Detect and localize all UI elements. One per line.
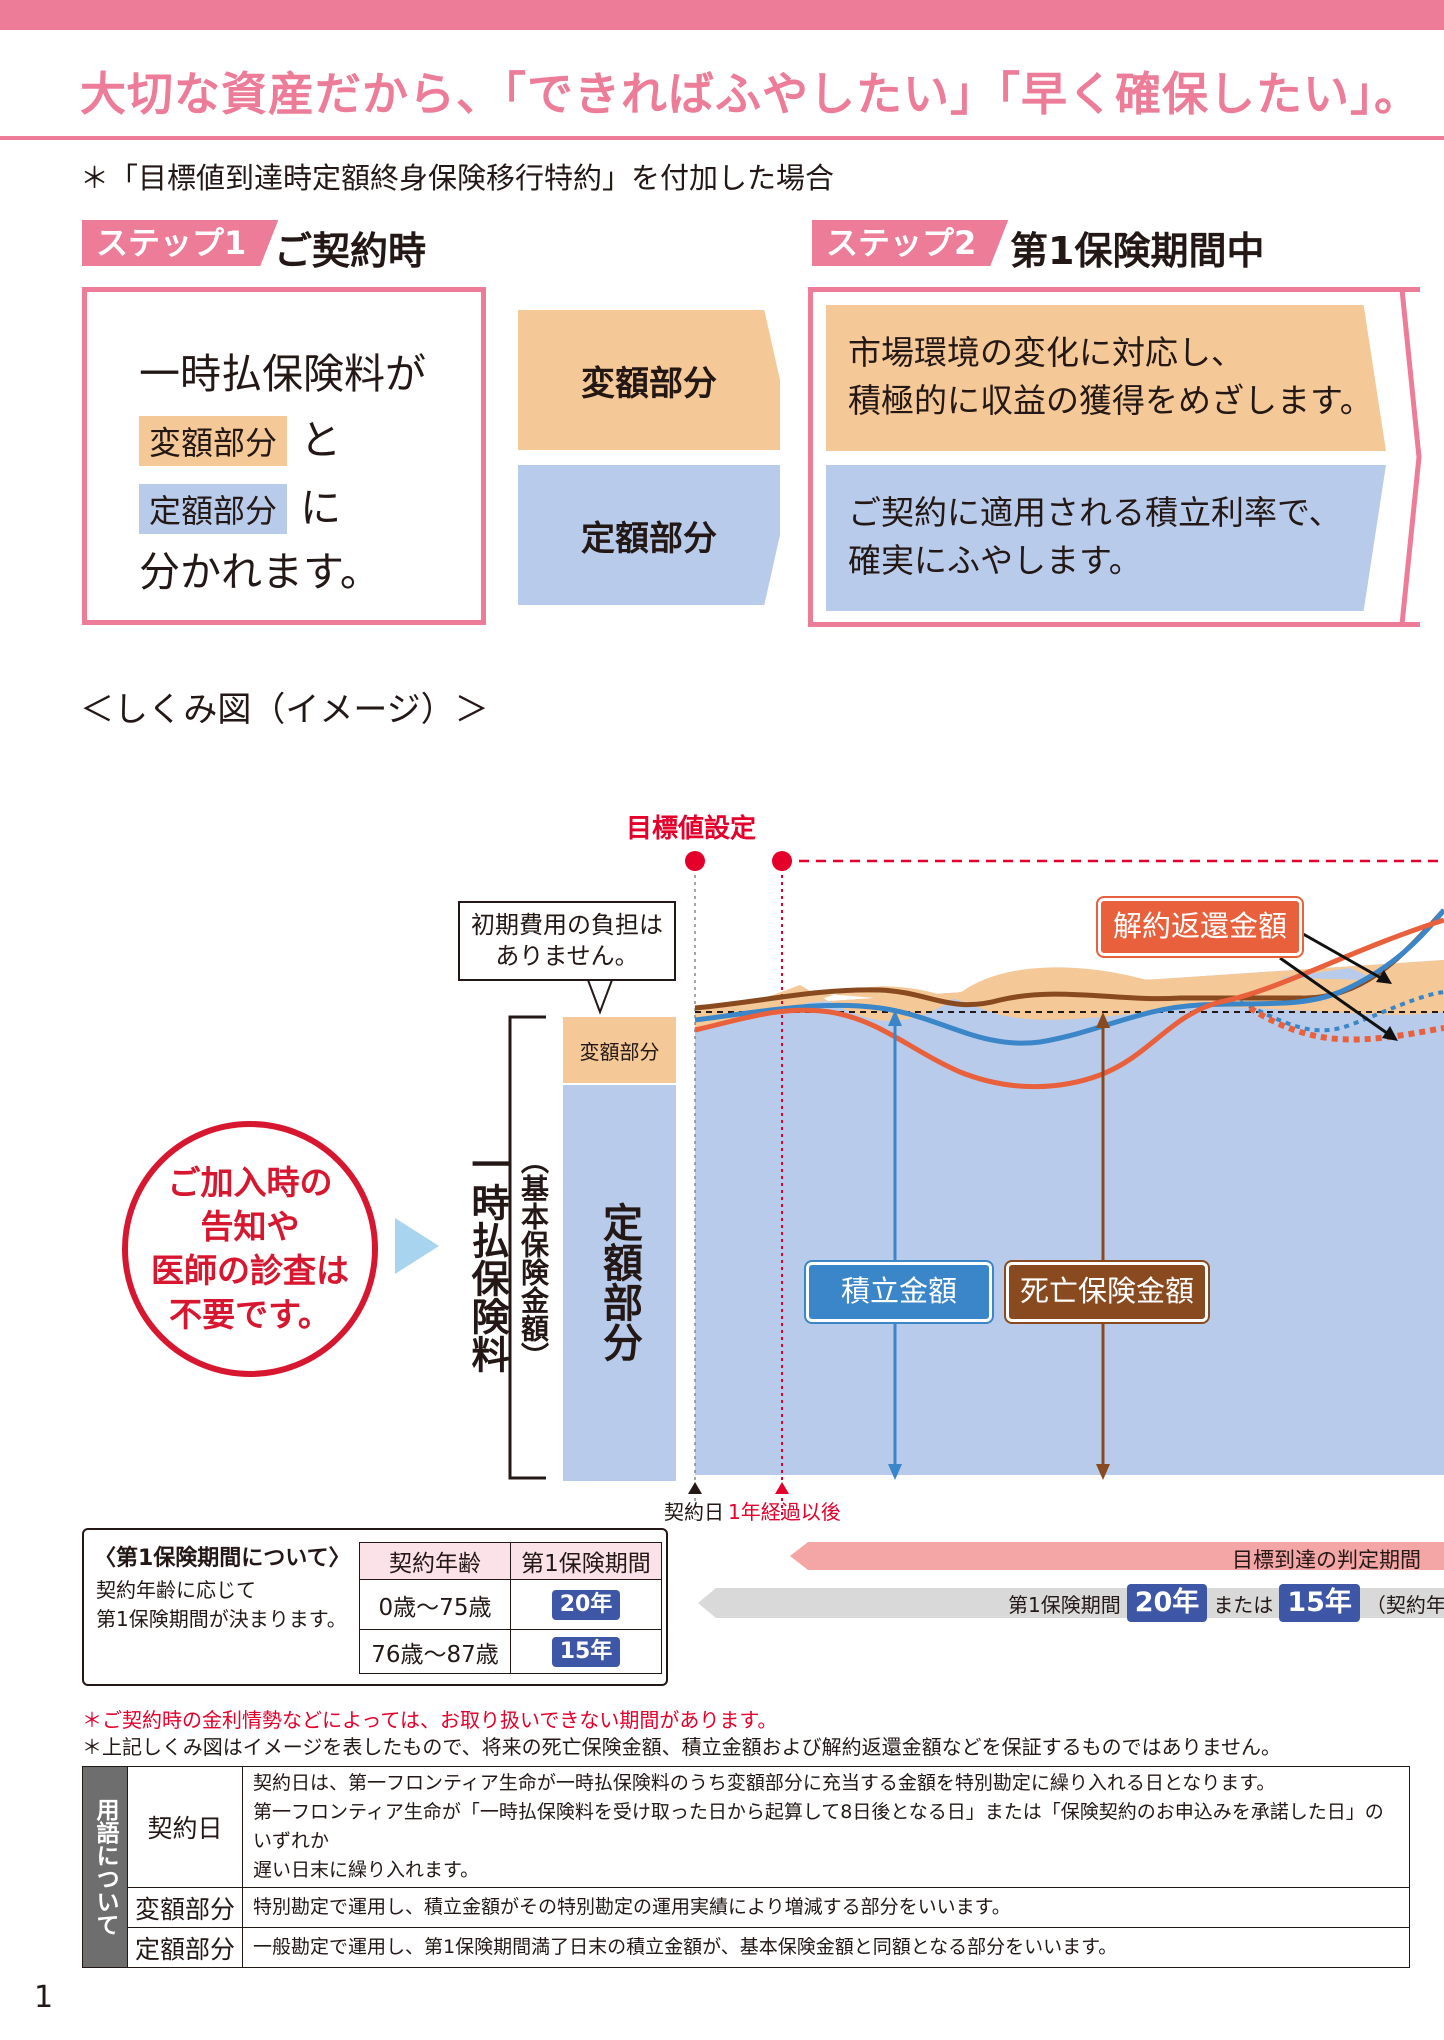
bar-fixed <box>563 1085 676 1481</box>
period-or: または <box>1213 1592 1274 1617</box>
glossary-heading: 用語について <box>92 1798 118 1936</box>
glossary-desc: 特別勘定で運用し、積立金額がその特別勘定の運用実績により増減する部分をいいます。 <box>242 1887 1410 1928</box>
period-info-desc-1: 契約年齢に応じて <box>96 1578 256 1602</box>
period-info-box: 〈第1保険期間について〉 契約年齢に応じて 第1保険期間が決まります。 契約年齢… <box>82 1528 668 1686</box>
circle-text-2: 告知や <box>200 1207 300 1246</box>
target-point-2 <box>772 851 792 871</box>
period-20-badge: 20年 <box>1126 1584 1208 1622</box>
step2-variable-text-2: 積極的に収益の獲得をめざします。 <box>848 381 1373 420</box>
step1-line4: 分かれます。 <box>139 548 381 596</box>
step1-box: 一時払保険料が 変額部分 と 定額部分 に 分かれます。 <box>82 287 486 625</box>
step2-variable-block: 市場環境の変化に対応し、 積極的に収益の獲得をめざします。 <box>826 305 1386 451</box>
period-table-header-period: 第1保険期間 <box>510 1542 662 1580</box>
initial-cost-note-2: ありません。 <box>495 942 639 970</box>
middle-fixed-block: 定額部分 <box>518 465 780 605</box>
glossary-term: 変額部分 <box>127 1887 243 1928</box>
target-label: 目標値設定 <box>626 814 757 844</box>
bar-variable-label: 変額部分 <box>579 1040 660 1064</box>
page-number: 1 <box>34 1980 54 2015</box>
surrender-pointer-1 <box>1295 928 1389 984</box>
judgement-period-band <box>790 1542 1444 1570</box>
circle-arrow <box>395 1218 439 1274</box>
bar-variable <box>563 1017 676 1083</box>
bar-fixed-label: 定額部分 <box>596 1202 642 1362</box>
glossary-term: 契約日 <box>127 1766 243 1888</box>
glossary-term: 定額部分 <box>127 1927 243 1968</box>
step2-box <box>808 287 1420 627</box>
step1-to: と <box>300 416 342 464</box>
first-period-row: 第1保険期間 20年 または 15年 （契約年齢 <box>1008 1584 1444 1622</box>
premium-bracket <box>508 1015 546 1480</box>
period-prefix: 第1保険期間 <box>1008 1592 1121 1617</box>
period-15-badge: 15年 <box>1279 1584 1360 1622</box>
step2-fixed-text-2: 確実にふやします。 <box>848 541 1142 580</box>
accumulation-label: 積立金額 <box>806 1262 992 1322</box>
glossary-heading-cell: 用語について <box>82 1766 128 1968</box>
glossary-desc-line: 遅い日末に繰り入れます。 <box>253 1859 480 1881</box>
period-info-desc: 契約年齢に応じて 第1保険期間が決まります。 <box>96 1576 347 1634</box>
glossary-desc: 契約日は、第一フロンティア生命が一時払保険料のうち変額部分に充当する金額を特別勘… <box>242 1766 1410 1888</box>
one-year-label: 1年経過以後 <box>728 1500 841 1524</box>
rider-note: ＊「目標値到達時定額終身保険移行特約」を付加した場合 <box>80 161 835 195</box>
death-benefit-label: 死亡保険金額 <box>1006 1262 1208 1322</box>
step1-tag: ステップ1 <box>82 220 278 266</box>
step1-title: ご契約時 <box>274 229 427 273</box>
circle-text-4: 不要です。 <box>169 1295 331 1334</box>
accumulation-line <box>694 908 1444 1046</box>
surrender-line <box>694 917 1444 1090</box>
glossary-desc-line: 契約日は、第一フロンティア生命が一時払保険料のうち変額部分に充当する金額を特別勘… <box>253 1772 1276 1794</box>
middle-variable-block: 変額部分 <box>518 310 780 450</box>
period-table-period: 20年 <box>510 1579 662 1630</box>
period-badge: 20年 <box>551 1589 621 1620</box>
period-table-header-age: 契約年齢 <box>359 1542 511 1580</box>
top-accent-bar <box>0 0 1444 30</box>
variable-chip: 変額部分 <box>139 416 288 466</box>
period-badge: 15年 <box>551 1636 621 1667</box>
glossary-desc: 一般勘定で運用し、第1保険期間満了日末の積立金額が、基本保険金額と同額となる部分… <box>242 1927 1410 1968</box>
target-point-1 <box>685 851 705 871</box>
glossary-table: 用語について 契約日 契約日は、第一フロンティア生命が一時払保険料のうち変額部分… <box>82 1766 1410 1968</box>
initial-cost-note-1: 初期費用の負担は <box>471 911 663 939</box>
footnote-2: ＊上記しくみ図はイメージを表したもので、将来の死亡保険金額、積立金額および解約返… <box>82 1735 1281 1759</box>
variable-area <box>695 960 1444 1021</box>
step2-variable-text-1: 市場環境の変化に対応し、 <box>848 333 1244 372</box>
headline-rule <box>0 136 1444 140</box>
step1-ni: に <box>300 484 342 532</box>
initial-cost-note: 初期費用の負担は ありません。 <box>458 901 676 981</box>
period-table: 契約年齢 第1保険期間 0歳～75歳 20年 76歳～87歳 15年 <box>359 1542 662 1674</box>
contract-date-label: 契約日 <box>664 1500 724 1524</box>
circle-text-3: 医師の診査は <box>151 1251 349 1290</box>
basic-amount-label: （基本保険金額） <box>517 1146 550 1370</box>
period-table-age: 0歳～75歳 <box>359 1579 511 1630</box>
diagram-caption: ＜しくみ図（イメージ）＞ <box>80 690 489 730</box>
no-medical-exam-circle: ご加入時の 告知や 医師の診査は 不要です。 <box>122 1121 378 1377</box>
mechanism-diagram <box>508 851 1444 1520</box>
period-suffix: （契約年齢 <box>1365 1592 1444 1617</box>
step1-line2: 変額部分 と <box>139 406 341 466</box>
period-table-period: 15年 <box>510 1629 662 1674</box>
step1-line1: 一時払保険料が <box>139 350 426 398</box>
step1-line3: 定額部分 に <box>139 474 341 534</box>
surrender-pointer-2 <box>1279 956 1395 1040</box>
glossary-desc-line: 第一フロンティア生命が「一時払保険料を受け取った日から起算して8日後となる日」ま… <box>253 1801 1384 1852</box>
surrender-label: 解約返還金額 <box>1098 898 1302 956</box>
page-headline: 大切な資産だから、「できればふやしたい」「早く確保したい」。 <box>80 67 1421 121</box>
period-info-desc-2: 第1保険期間が決まります。 <box>96 1607 347 1631</box>
step2-title: 第1保険期間中 <box>1010 229 1265 273</box>
step2-fixed-block: ご契約に適用される積立利率で、 確実にふやします。 <box>826 465 1386 611</box>
period-table-age: 76歳～87歳 <box>359 1629 511 1674</box>
footnote-1: ＊ご契約時の金利情勢などによっては、お取り扱いできない期間があります。 <box>82 1708 778 1732</box>
circle-text-1: ご加入時の <box>167 1163 333 1202</box>
step2-fixed-text-1: ご契約に適用される積立利率で、 <box>848 493 1342 532</box>
step2-box-arrow <box>1376 287 1422 627</box>
period-info-title: 〈第1保険期間について〉 <box>94 1546 351 1571</box>
step2-tag: ステップ2 <box>812 220 1008 266</box>
fixed-area <box>695 960 1444 1475</box>
judgement-period-label: 目標到達の判定期間 <box>1232 1548 1421 1572</box>
fixed-chip: 定額部分 <box>139 484 288 534</box>
premium-label: 一時払保険料 <box>465 1145 509 1373</box>
